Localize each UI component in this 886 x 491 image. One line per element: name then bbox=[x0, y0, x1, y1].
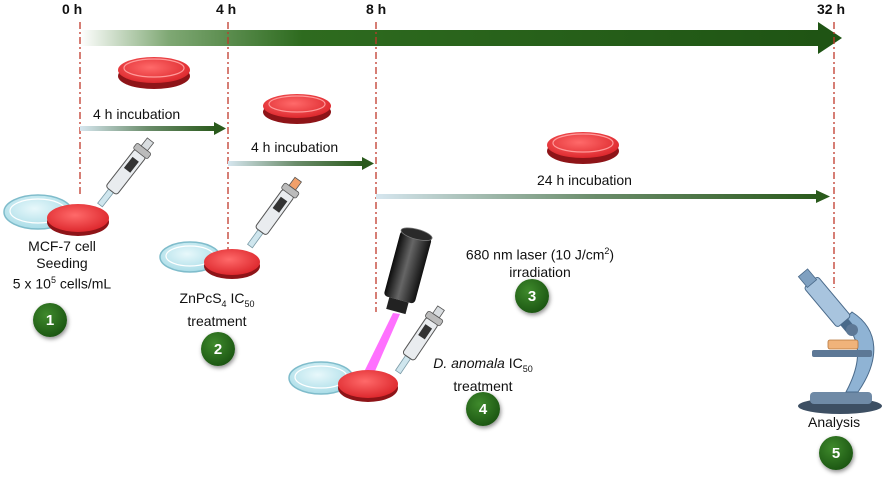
laser-irradiation-label: 680 nm laser (10 J/cm2) irradiation bbox=[440, 243, 640, 281]
znpcs-line1: ZnPcS4 IC50 bbox=[179, 290, 255, 309]
anomala-treatment-label: D. anomala IC50 treatment bbox=[418, 355, 548, 395]
petri-dish-icon bbox=[3, 194, 109, 236]
step-badge-2: 2 bbox=[201, 332, 235, 366]
microscope-icon bbox=[797, 268, 882, 414]
step-badge-1: 1 bbox=[33, 303, 67, 337]
tick-label-32h: 32 h bbox=[817, 1, 846, 17]
laser-icon bbox=[384, 227, 433, 315]
step-badge-4: 4 bbox=[466, 392, 500, 426]
step-badge-3: 3 bbox=[515, 279, 549, 313]
petri-dish-icon bbox=[159, 241, 260, 279]
incubation-label-2: 4 h incubation bbox=[251, 139, 339, 155]
seeding-line2: Seeding bbox=[36, 255, 88, 271]
znpcs-line2: treatment bbox=[187, 312, 247, 329]
tick-label-8h: 8 h bbox=[366, 1, 387, 17]
pipette-icon bbox=[97, 137, 155, 208]
seeding-line3: 5 x 105 cells/mL bbox=[12, 275, 112, 292]
incubation-arrow-3 bbox=[376, 190, 830, 203]
pipette-icon bbox=[394, 305, 445, 375]
seeding-line1: MCF-7 cell bbox=[28, 238, 96, 254]
main-timeline-arrow bbox=[80, 22, 842, 54]
anomala-line1: D. anomala IC50 bbox=[433, 355, 533, 374]
tick-label-4h: 4 h bbox=[216, 1, 237, 17]
petri-dish-icon bbox=[118, 57, 190, 89]
seeding-label: MCF-7 cell Seeding 5 x 105 cells/mL bbox=[0, 238, 124, 293]
tick-label-0h: 0 h bbox=[62, 1, 83, 17]
laser-line1: 680 nm laser (10 J/cm2) bbox=[465, 246, 615, 263]
step-badge-5: 5 bbox=[819, 436, 853, 470]
analysis-label: Analysis bbox=[808, 414, 861, 430]
petri-dish-icon bbox=[288, 361, 398, 402]
incubation-label-3: 24 h incubation bbox=[537, 172, 632, 188]
pipette-icon bbox=[247, 176, 302, 249]
laser-line2: irradiation bbox=[509, 263, 571, 280]
incubation-label-1: 4 h incubation bbox=[93, 106, 181, 122]
petri-dish-icon bbox=[547, 132, 619, 164]
anomala-line2: treatment bbox=[453, 377, 513, 394]
incubation-arrow-2 bbox=[228, 157, 374, 170]
laser-beam bbox=[362, 313, 400, 378]
petri-dish-icon bbox=[263, 94, 331, 124]
time-guide-lines bbox=[79, 22, 835, 312]
incubation-arrow-1 bbox=[80, 122, 226, 135]
znpcs-treatment-label: ZnPcS4 IC50 treatment bbox=[162, 290, 272, 330]
